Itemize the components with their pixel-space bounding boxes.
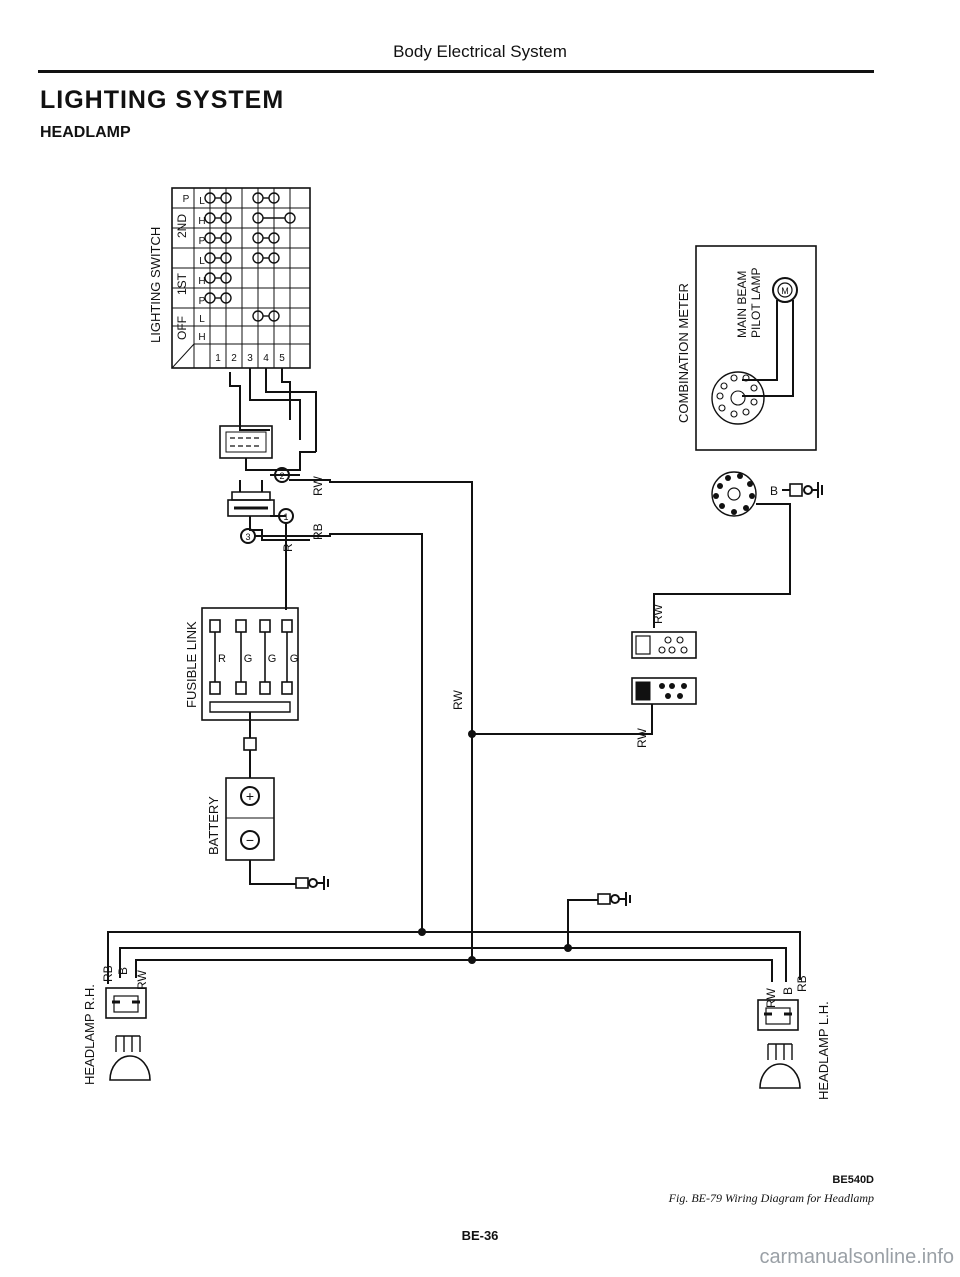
switch-terminal-5: 5 — [279, 353, 285, 364]
fuse-label-g: G — [244, 653, 253, 665]
pilot-lamp-label: PILOT LAMP — [749, 268, 763, 338]
wire-label-rw: RW — [764, 988, 778, 1008]
switch-col-p: P — [199, 296, 206, 307]
lighting-switch: LIGHTING SWITCH OFF 1ST 2ND H L P — [148, 187, 317, 471]
switch-col-l: L — [199, 314, 205, 325]
pilot-lamp-symbol: M — [781, 286, 789, 296]
switch-col-p: P — [199, 236, 206, 247]
page-header: Body Electrical System — [393, 42, 567, 61]
wire-r: R — [281, 523, 295, 610]
main-beam-label: MAIN BEAM — [735, 271, 749, 338]
switch-col-h: H — [198, 216, 205, 227]
figure-code: BE540D — [832, 1174, 874, 1186]
combination-meter: COMBINATION METER MAIN BEAM PILOT LAMP M — [676, 245, 817, 451]
meter-connector: B — [653, 471, 823, 628]
page-number: BE-36 — [461, 1228, 499, 1243]
switch-terminal-2: 2 — [231, 353, 237, 364]
headlamp-lh-label: HEADLAMP L.H. — [816, 1001, 831, 1100]
wire-label-rw: RW — [311, 476, 325, 496]
ground-center — [567, 892, 631, 948]
switch-pos-1st: 1ST — [175, 272, 189, 295]
wire-label-rb: RB — [795, 975, 809, 992]
switch-terminal-3: 3 — [247, 353, 253, 364]
fuse-label-r: R — [218, 653, 226, 665]
wire-label-rw: RW — [635, 728, 649, 748]
switch-col-l: L — [199, 256, 205, 267]
figure-caption: Fig. BE-79 Wiring Diagram for Headlamp — [668, 1191, 874, 1205]
wire-label-rw: RW — [451, 690, 465, 710]
lighting-switch-label: LIGHTING SWITCH — [148, 227, 163, 343]
battery-minus: − — [246, 832, 254, 848]
switch-pos-off: OFF — [175, 316, 189, 340]
headlamp-rh: HEADLAMP R.H. RB B RW — [82, 965, 151, 1085]
wire-rw-main: RW RW — [289, 476, 473, 960]
wire-label-rw: RW — [651, 604, 665, 624]
switch-col-p: P — [183, 194, 190, 205]
battery-plus: + — [246, 788, 254, 804]
wire-label-rb: RB — [311, 523, 325, 540]
switch-col-h: H — [198, 332, 205, 343]
switch-col-h: H — [198, 276, 205, 287]
headlamp-lh: HEADLAMP L.H. RW B RB — [757, 975, 831, 1100]
headlamp-bus — [107, 928, 801, 984]
fusible-link-label: FUSIBLE LINK — [184, 621, 199, 708]
wire-label-r: R — [281, 543, 295, 552]
battery: BATTERY + − — [206, 777, 329, 890]
watermark: carmanualsonline.info — [759, 1246, 954, 1268]
combination-meter-label: COMBINATION METER — [676, 283, 691, 423]
switch-col-l: L — [199, 196, 205, 207]
switch-terminal-1: 1 — [215, 353, 221, 364]
wire-label-b: B — [116, 967, 130, 975]
wire-label-b: B — [770, 484, 778, 498]
fuse-label-g: G — [268, 653, 277, 665]
switch-terminal-4: 4 — [263, 353, 269, 364]
header-rule — [38, 70, 874, 73]
wire-rb-main: RB — [255, 523, 423, 932]
fuse-label-g: G — [290, 653, 299, 665]
pin-3-label: 3 — [245, 532, 250, 542]
switch-pos-2nd: 2ND — [175, 214, 189, 238]
section-title: LIGHTING SYSTEM — [40, 86, 285, 114]
fusible-link: FUSIBLE LINK R G G G — [184, 607, 299, 778]
wire-label-rw: RW — [135, 970, 149, 990]
battery-label: BATTERY — [206, 796, 221, 855]
wire-label-rb: RB — [101, 965, 115, 982]
intermediate-connectors: RW RW — [468, 604, 697, 748]
section-subtitle: HEADLAMP — [40, 124, 131, 141]
wire-label-b: B — [781, 987, 795, 995]
headlamp-rh-label: HEADLAMP R.H. — [82, 984, 97, 1085]
